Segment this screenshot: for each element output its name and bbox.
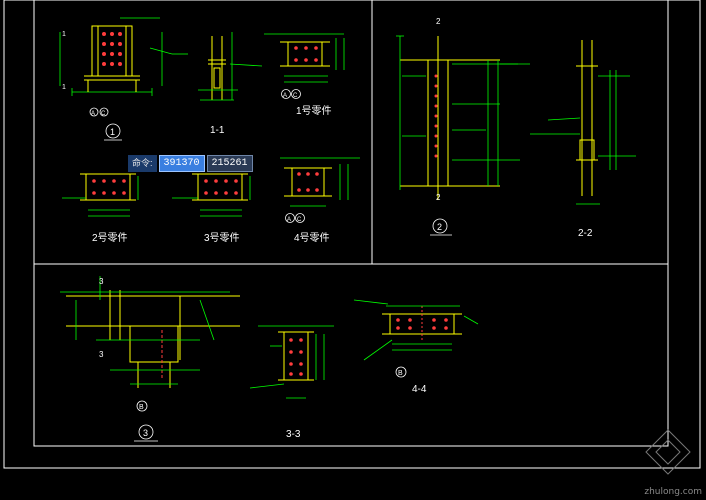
drawing-frame (3, 0, 701, 469)
section-mark-1-top: 1 (62, 31, 66, 38)
section-mark-1-bottom: 1 (62, 84, 66, 91)
view-label-1-1: 1-1 (210, 125, 225, 136)
section-mark-3-bottom: 3 (99, 350, 104, 359)
view-3-3-section: 3-3 (249, 325, 334, 440)
command-prompt-label: 命令: (128, 155, 157, 172)
view-label-part-3: 3号零件 (204, 232, 240, 244)
axis-mark-a: A (91, 111, 95, 117)
view-label-part-2: 2号零件 (92, 232, 128, 244)
view-label-3: 3 (143, 428, 148, 438)
axis-mark-b: B (139, 404, 144, 411)
view-label-2-2: 2-2 (578, 228, 593, 239)
coordinate-y-field[interactable]: 215261 (206, 155, 253, 172)
view-part-4: A C 4号零件 (280, 157, 360, 244)
view-label-4-4: 4-4 (412, 384, 427, 395)
view-1-1-section: 1-1 (198, 32, 263, 136)
axis-mark-c: C (101, 111, 106, 117)
axis-mark-c: C (293, 93, 298, 99)
view-label-1: 1 (110, 127, 115, 137)
axis-mark-a: A (287, 217, 291, 223)
view-label-2: 2 (437, 222, 442, 232)
watermark-text: zhulong.com (644, 487, 702, 497)
view-1-detail: 1 1 A C 1 (59, 17, 188, 141)
coordinate-x-field[interactable]: 391370 (158, 155, 205, 172)
axis-mark-c: C (297, 217, 302, 223)
view-label-part-1: 1号零件 (296, 105, 332, 117)
section-mark-2-top: 2 (436, 17, 441, 26)
view-part-3: 3号零件 (172, 173, 251, 244)
axis-mark-a: A (283, 93, 287, 99)
command-line: 命令: 391370 215261 (128, 155, 253, 172)
axis-mark-b: B (398, 370, 403, 377)
view-label-3-3: 3-3 (286, 429, 301, 440)
view-2-detail: 2 2 2 (396, 17, 530, 236)
watermark-logo (645, 429, 691, 475)
view-3-detail: 3 3 B 3 (60, 276, 240, 442)
view-part-1: A C 1号零件 (264, 33, 345, 117)
section-mark-2-bottom: 2 (436, 193, 441, 202)
view-2-2-section: 2-2 (530, 40, 636, 239)
section-mark-3-top: 3 (99, 277, 104, 286)
view-4-4-section: B 4-4 (353, 299, 479, 395)
view-part-2: 2号零件 (62, 173, 139, 244)
view-label-part-4: 4号零件 (294, 232, 330, 244)
